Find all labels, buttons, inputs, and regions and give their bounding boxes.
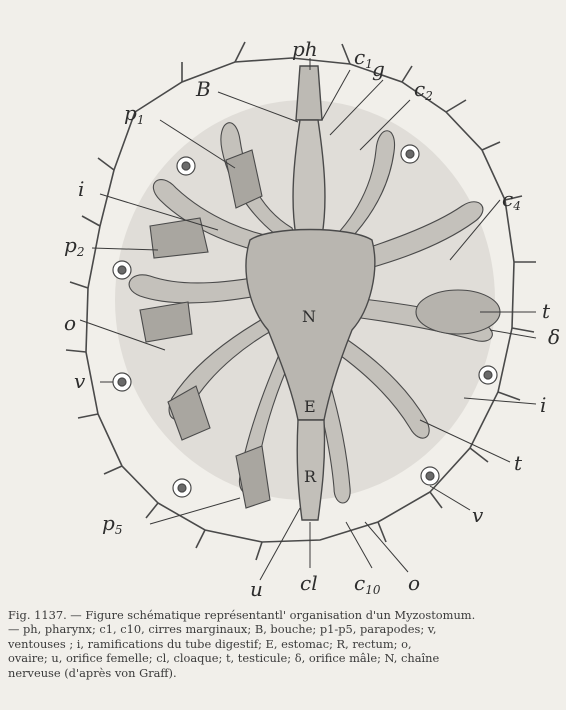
label-o-bottom: o [408,571,420,595]
figure-caption: Fig. 1137. — Figure schématique représen… [8,608,560,680]
caption-line-5: nerveuse (d'après von Graff). [8,666,560,680]
label-t-top: t [542,299,551,323]
label-i-right: i [540,393,546,417]
sucker-1 [177,157,195,175]
sucker-4 [479,366,497,384]
label-c2: c2 [414,77,433,103]
caption-line-1: Fig. 1137. — Figure schématique représen… [8,608,560,622]
label-cl: cl [300,571,318,595]
label-t-bottom: t [514,451,523,475]
sucker-6 [421,467,439,485]
label-c10: c10 [354,571,381,597]
label-R: R [304,467,317,486]
sucker-2 [401,145,419,163]
sucker-5 [113,373,131,391]
label-u: u [250,577,263,600]
caption-line-2: — ph, pharynx; c1, c10, cirres marginaux… [8,622,560,636]
label-o-left: o [64,311,76,335]
label-c4: c4 [502,187,521,213]
label-v-right: v [472,503,484,527]
pharynx [296,66,322,120]
sucker-3 [113,261,131,279]
caption-line-3: ventouses ; i, ramifications du tube dig… [8,637,560,651]
label-p2: p2 [64,233,84,259]
label-p1: p1 [124,101,144,127]
label-p5: p5 [102,511,122,537]
label-N: N [302,307,316,326]
label-v-left: v [74,369,86,393]
label-ph: ph [292,37,318,61]
label-i-left: i [78,177,84,201]
sucker-7 [173,479,191,497]
label-delta: δ [548,325,560,349]
myzostomum-figure: N E R ph c1 g B c2 p1 c4 i p2 t δ o v i … [0,0,566,600]
label-E: E [304,397,316,416]
caption-line-4: ovaire; u, orifice femelle; cl, cloaque;… [8,651,560,665]
esophagus [293,120,325,236]
label-g: g [372,57,385,81]
label-B: B [195,77,211,101]
label-c1: c1 [354,45,373,71]
